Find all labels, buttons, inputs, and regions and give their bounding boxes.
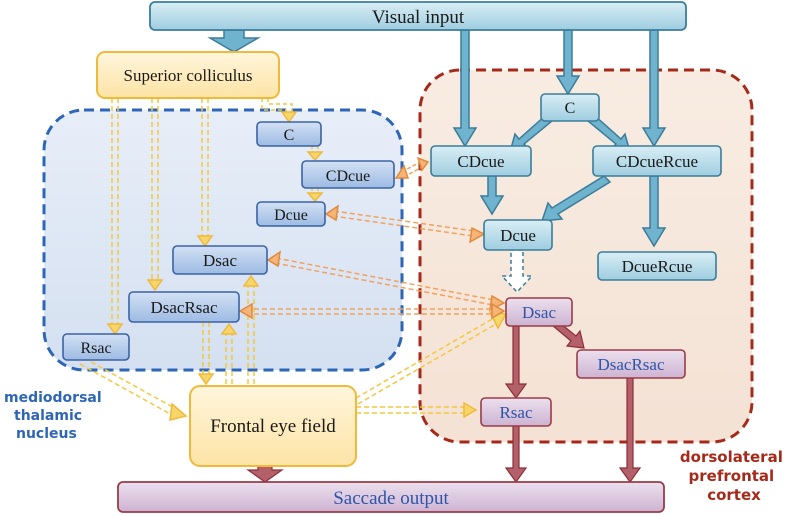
md-node-dcue-label: Dcue	[274, 207, 308, 224]
arrow-sc-to-md-dsacrsac	[151, 98, 159, 282]
md-node-dsac-label: Dsac	[203, 251, 237, 270]
superior-colliculus-box: Superior colliculus	[96, 51, 280, 99]
pfc-node-dcuercue: DcueRcue	[597, 251, 717, 281]
arrow-visual-to-sc	[207, 29, 261, 53]
arrow-fef-to-pfc-rsac	[356, 406, 466, 414]
pfc-node-c-label: C	[565, 100, 576, 117]
md-node-cdcue-label: CDcue	[326, 168, 370, 185]
arrow-cdcuercue-to-dcuercue	[641, 175, 667, 248]
arrow-dcue-to-dsac	[500, 249, 534, 294]
arrow-cdcuercue-to-dcue	[540, 175, 612, 222]
arrow-sc-to-md-dsac	[201, 98, 209, 238]
arrow-dsacrsac-to-output	[618, 377, 642, 484]
visual-input-box: Visual input	[149, 1, 687, 31]
md-node-dcue: Dcue	[256, 201, 326, 227]
frontal-eye-field-box: Frontal eye field	[189, 385, 357, 467]
pfc-node-dcue-label: Dcue	[500, 226, 536, 245]
pfc-node-dsac-label: Dsac	[522, 303, 556, 322]
yellow-arrows	[79, 98, 508, 421]
arrow-vi-to-pfc-cdcue	[452, 29, 478, 148]
orange-arrows	[238, 156, 506, 320]
teal-arrows	[452, 29, 667, 248]
md-node-cdcue: CDcue	[301, 160, 395, 189]
pfc-node-c: C	[540, 93, 600, 122]
pfc-node-dsacrsac-label: DsacRsac	[597, 355, 664, 374]
saccade-output-box: Saccade output	[117, 481, 665, 513]
arrow-fef-to-pfc-dsac	[355, 317, 497, 405]
arrow-rsac-to-output	[504, 425, 528, 484]
pfc-node-rsac-label: Rsac	[499, 403, 533, 422]
pfc-node-cdcuercue: CDcueRcue	[592, 145, 722, 177]
saccade-output-label: Saccade output	[333, 488, 449, 509]
arrow-fef-to-output	[246, 465, 284, 483]
md-node-dsacrsac-label: DsacRsac	[150, 298, 217, 317]
arrow-fef-to-md-dsacrsac	[225, 332, 233, 384]
arrow-md-dsac-pfc-dsac	[274, 257, 495, 306]
md-node-c: C	[256, 121, 322, 147]
arrow-vi-to-pfc-cdcuercue	[641, 29, 667, 148]
md-region	[42, 108, 404, 372]
md-node-dsacrsac: DsacRsac	[128, 291, 240, 323]
md-node-c-label: C	[284, 127, 295, 144]
pfc-node-dcue: Dcue	[483, 219, 553, 251]
arrow-md-rsac-to-fef	[79, 357, 179, 417]
md-region-label: mediodorsal thalamic nucleus	[4, 390, 107, 442]
md-node-rsac-label: Rsac	[80, 340, 111, 357]
arrow-sc-to-md-rsac	[111, 98, 119, 326]
pfc-node-cdcue: CDcue	[430, 145, 532, 177]
pfc-node-rsac: Rsac	[480, 397, 552, 427]
arrow-md-dsacrsac-pfc-dsac	[246, 308, 494, 315]
visual-input-label: Visual input	[372, 7, 465, 28]
md-node-dsac: Dsac	[172, 245, 268, 275]
pfc-node-dsacrsac: DsacRsac	[576, 349, 686, 379]
dlpfc-region-label: dorsolateral prefrontal cortex	[680, 448, 788, 504]
superior-colliculus-label: Superior colliculus	[124, 66, 253, 85]
md-node-rsac: Rsac	[62, 333, 130, 361]
pfc-node-dcuercue-label: DcueRcue	[622, 257, 693, 276]
arrow-fef-to-md-dsac	[247, 284, 255, 384]
frontal-eye-field-label: Frontal eye field	[210, 416, 336, 437]
arrow-cdcue-to-dcue	[479, 175, 505, 216]
arrow-vi-to-pfc-c	[555, 29, 581, 96]
arrow-dsac-to-rsac	[504, 325, 528, 400]
pfc-node-cdcuercue-label: CDcueRcue	[616, 152, 698, 171]
pfc-node-cdcue-label: CDcue	[457, 152, 504, 171]
pfc-node-dsac: Dsac	[505, 297, 573, 327]
arrow-md-dsacrsac-to-fef	[202, 322, 210, 376]
